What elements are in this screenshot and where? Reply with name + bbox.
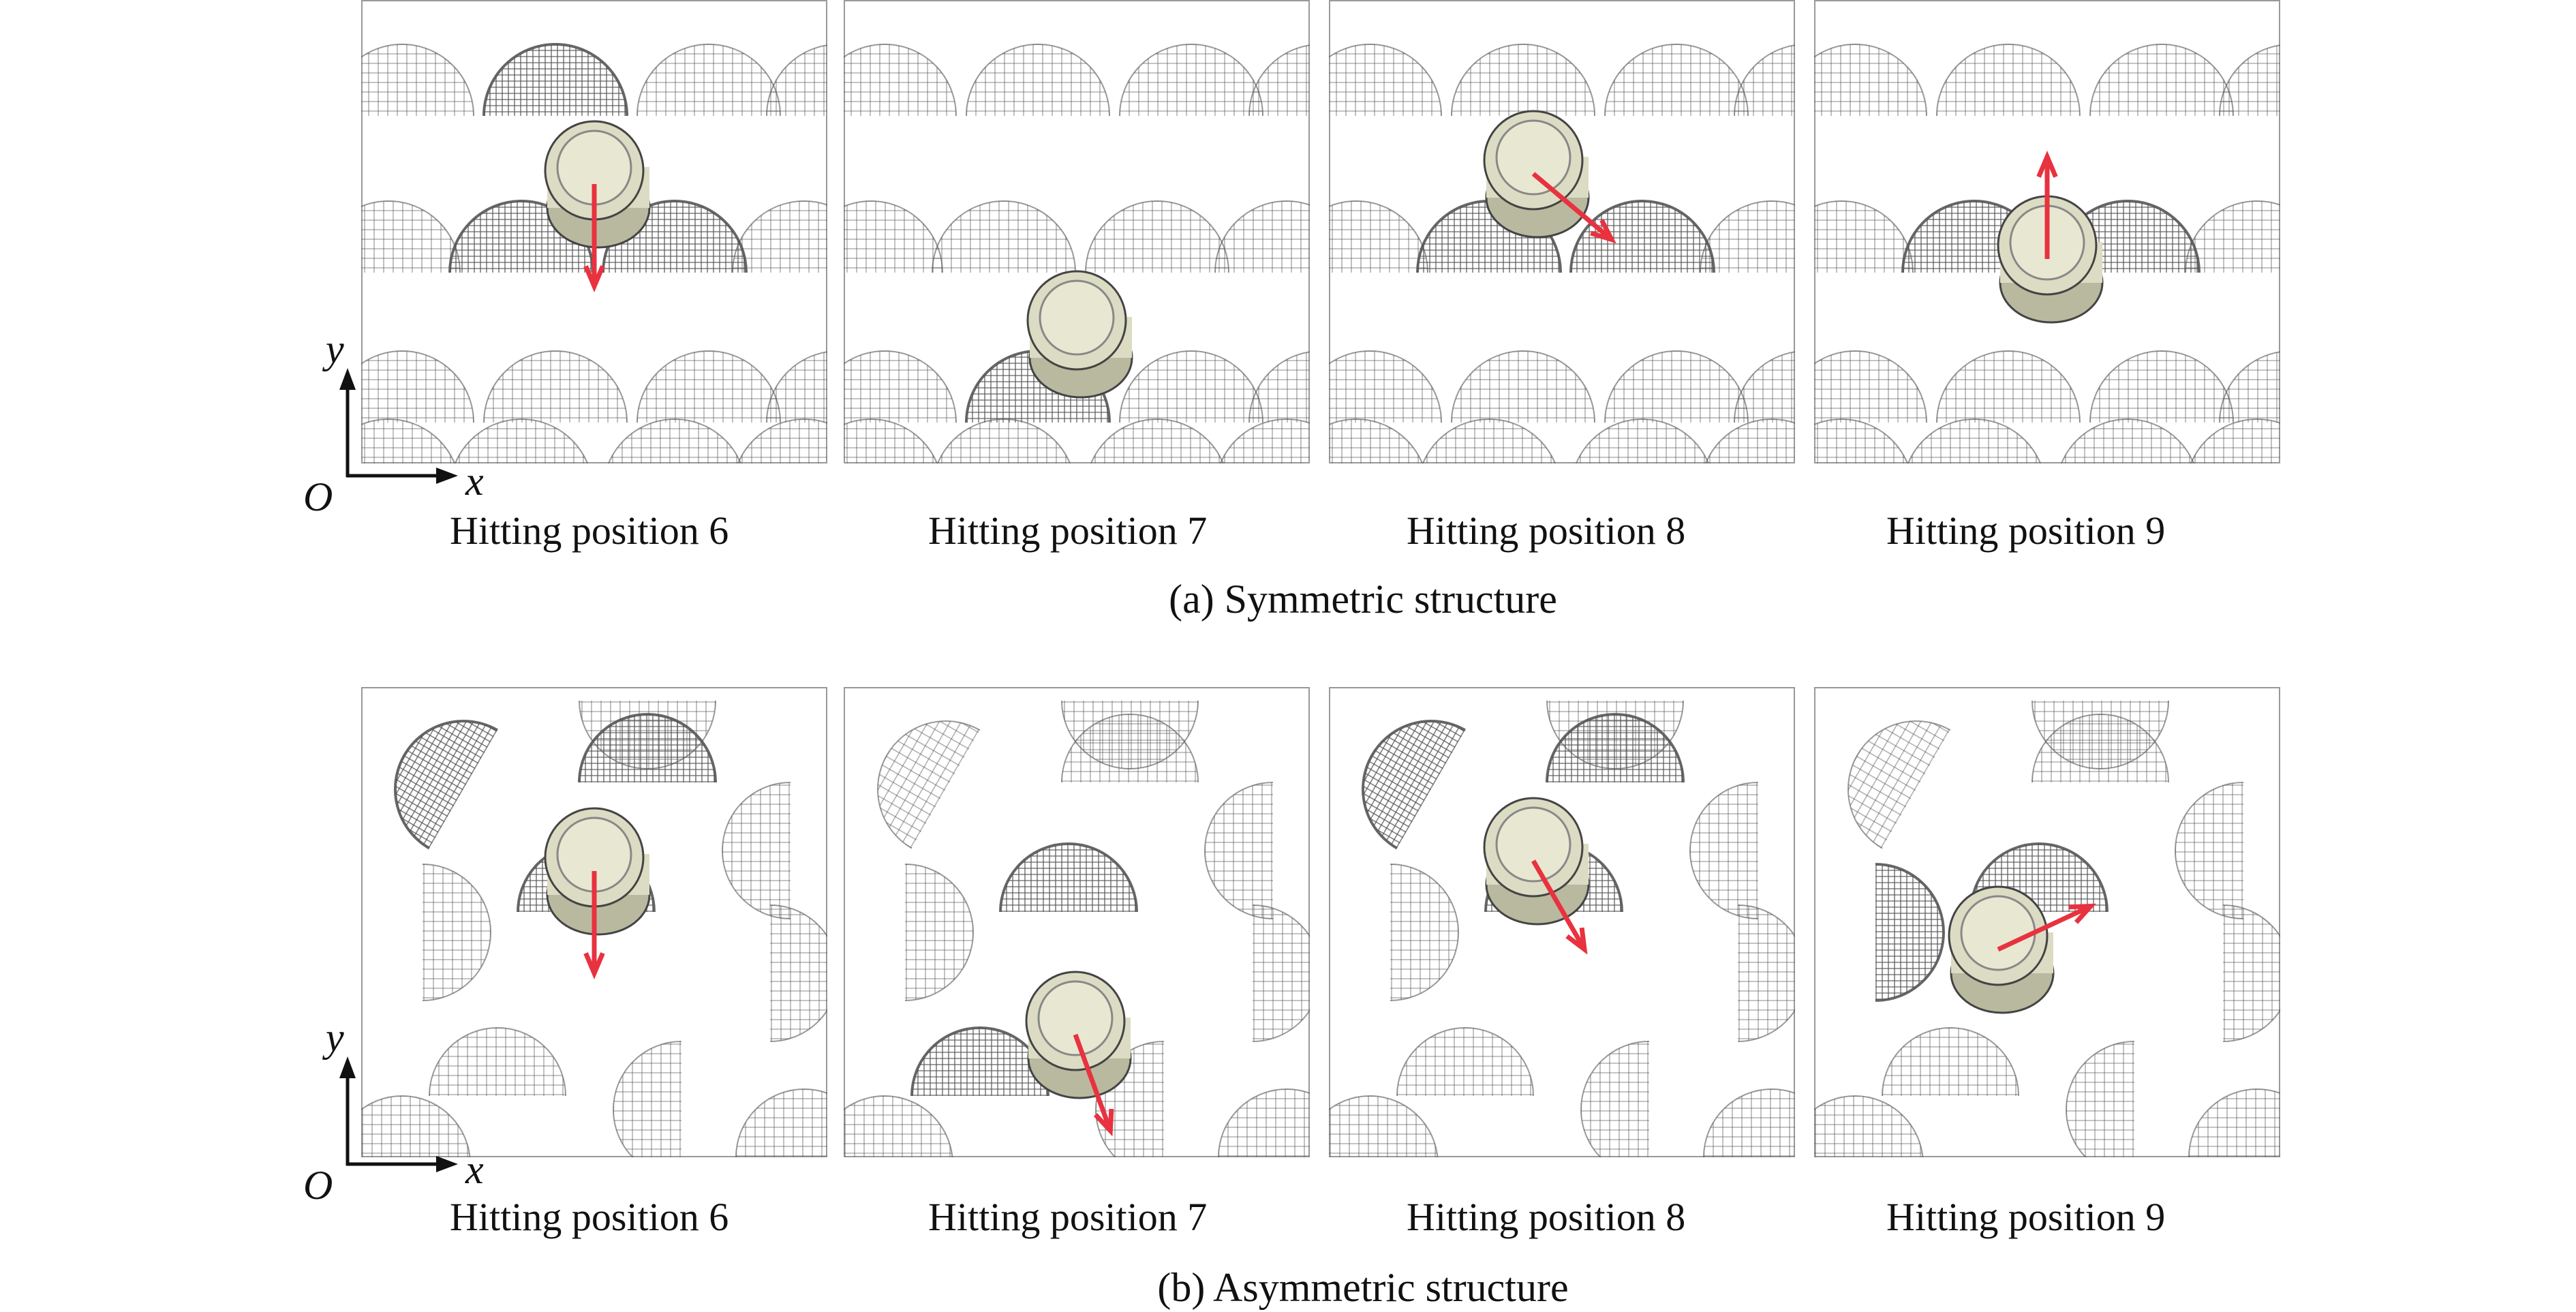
- mesh-dome: [1604, 350, 1749, 423]
- projectile-icon: [1026, 270, 1133, 399]
- caption-a-8: Hitting position 8: [1407, 508, 1686, 553]
- panel-b-9: [1814, 687, 2280, 1157]
- panel-b-6: [361, 687, 827, 1157]
- mesh-dome: [361, 200, 461, 273]
- caption-a-6: Hitting position 6: [450, 508, 729, 553]
- axis-y-label-a: y: [326, 326, 344, 371]
- axis-origin-label-b: O: [303, 1163, 333, 1208]
- mesh-dome: [735, 1088, 827, 1157]
- row-caption-b: (b) Asymmetric structure: [1157, 1265, 1569, 1310]
- caption-a-7: Hitting position 7: [928, 508, 1208, 553]
- caption-b-7: Hitting position 7: [928, 1195, 1208, 1239]
- caption-b-6: Hitting position 6: [450, 1195, 729, 1239]
- mesh-dome: [579, 700, 716, 769]
- mesh-dome: [999, 842, 1138, 913]
- projectile-icon: [1483, 797, 1590, 926]
- mesh-dome: [2031, 714, 2169, 783]
- mesh-dome: [1119, 350, 1263, 423]
- caption-a-9: Hitting position 9: [1886, 508, 2166, 553]
- velocity-arrow-icon: [583, 184, 605, 292]
- mesh-dome: [1214, 200, 1310, 273]
- axis-y-label-b: y: [326, 1015, 344, 1060]
- projectile-icon: [1948, 885, 2055, 1014]
- panel-a-6: [361, 0, 827, 463]
- velocity-arrow-icon: [583, 871, 605, 979]
- projectile-icon: [1025, 971, 1132, 1099]
- axis-x-label-a: x: [465, 459, 484, 504]
- mesh-dome: [1814, 44, 1927, 117]
- mesh-dome: [1700, 200, 1795, 273]
- axis-origin-label-a: O: [303, 474, 333, 519]
- projectile-icon: [544, 120, 651, 249]
- mesh-dome: [1882, 1027, 2019, 1097]
- mesh-dome: [844, 200, 943, 273]
- mesh-dome: [1204, 782, 1274, 919]
- mesh-dome: [637, 44, 781, 117]
- panel-frame: [1329, 687, 1795, 1157]
- y-axis-arrow-icon: [339, 368, 356, 390]
- panel-b-8: [1329, 687, 1795, 1157]
- velocity-arrow-icon: [2036, 151, 2058, 259]
- mesh-dome: [2185, 200, 2280, 273]
- panel-a-9: [1814, 0, 2280, 463]
- mesh-dome: [1689, 782, 1759, 919]
- panel-a-8: [1329, 0, 1795, 463]
- velocity-arrow-icon: [1531, 172, 1616, 244]
- mesh-dome: [2066, 1041, 2135, 1157]
- x-axis-arrow-icon: [436, 468, 458, 484]
- axes-b: [339, 1056, 458, 1172]
- velocity-arrow-icon: [1997, 903, 2097, 952]
- projectile-icon: [544, 807, 651, 936]
- mesh-dome: [1737, 904, 1795, 1042]
- axes-a: [339, 368, 458, 484]
- x-axis-arrow-icon: [436, 1156, 458, 1172]
- velocity-arrow-icon: [1073, 1033, 1114, 1137]
- mesh-dome: [1329, 44, 1442, 117]
- y-axis-arrow-icon: [339, 1056, 356, 1078]
- mesh-dome: [1875, 863, 1945, 1002]
- caption-b-9: Hitting position 9: [1886, 1195, 2166, 1239]
- panel-frame: [1814, 687, 2280, 1157]
- axis-x-label-b: x: [465, 1147, 484, 1192]
- panel-b-7: [844, 687, 1310, 1157]
- mesh-dome: [1329, 1095, 1439, 1157]
- mesh-dome: [1329, 200, 1428, 273]
- mesh-dome: [766, 351, 827, 423]
- caption-b-8: Hitting position 8: [1407, 1195, 1686, 1239]
- mesh-dome: [578, 713, 717, 783]
- mesh-dome: [769, 904, 827, 1042]
- panel-a-7: [844, 0, 1310, 463]
- mesh-dome: [1119, 44, 1263, 117]
- row-caption-a: (a) Symmetric structure: [1169, 577, 1557, 622]
- mesh-dome: [450, 418, 593, 463]
- velocity-arrow-icon: [1531, 859, 1588, 955]
- mesh-dome: [1095, 1041, 1165, 1157]
- mesh-dome: [429, 1027, 566, 1097]
- mesh-dome: [733, 418, 827, 463]
- mesh-dome: [732, 200, 827, 273]
- projectile-icon: [1997, 195, 2104, 324]
